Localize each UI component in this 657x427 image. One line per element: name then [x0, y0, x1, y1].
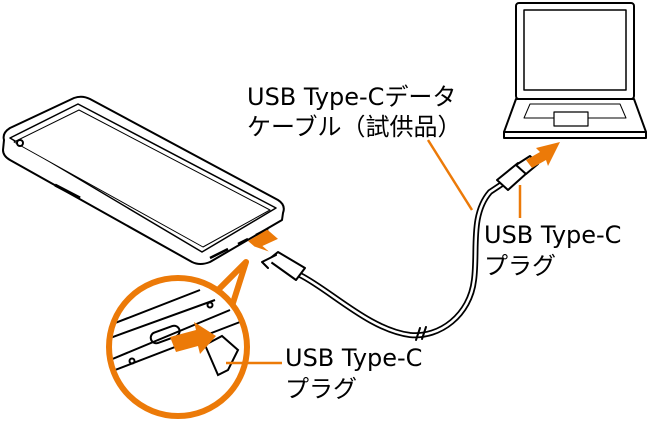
laptop-illustration: [503, 2, 647, 139]
plug-right-label-line1: USB Type-C: [484, 221, 622, 249]
leader-lines: [226, 139, 522, 365]
plug-right-label-line2: プラグ: [484, 252, 556, 280]
plug-bottom-label-line2: プラグ: [285, 375, 357, 403]
insert-arrow-icons: [248, 142, 560, 252]
smartphone-illustration: [2, 95, 285, 265]
cable-label-line2: ケーブル（試供品）: [247, 113, 462, 141]
plug-bottom-label-line1: USB Type-C: [285, 344, 423, 372]
cable-label-line1: USB Type-Cデータ: [247, 83, 457, 111]
usb-cable-illustration: [261, 155, 539, 341]
magnified-port-callout: [106, 259, 250, 419]
